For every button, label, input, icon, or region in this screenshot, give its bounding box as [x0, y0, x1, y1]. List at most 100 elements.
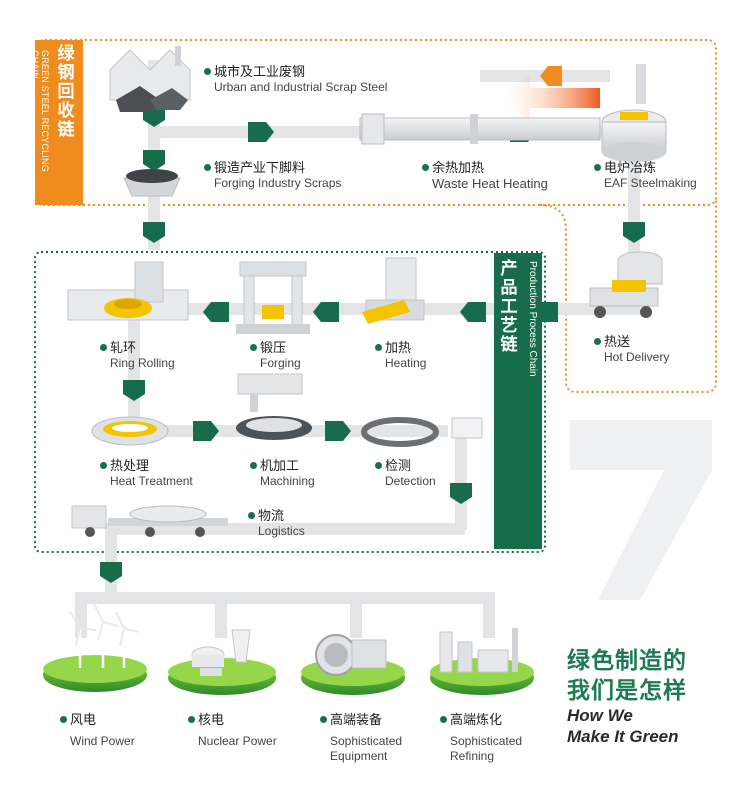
recycling-chain-title-en: GREEN STEEL RECYCLING CHAIN — [30, 50, 50, 172]
step-label-zh: 机加工 — [260, 458, 300, 473]
waste-heat-furnace-illustration — [359, 113, 601, 145]
app-label-en: Sophisticated Equipment — [330, 734, 403, 764]
arrow-chip — [143, 150, 165, 171]
bullet-dot — [60, 716, 67, 723]
step-label-en: Heating — [385, 356, 427, 371]
step-detection: 检测 Detection — [375, 458, 436, 489]
arrow-chip-orange — [540, 66, 562, 86]
arrow-chip — [325, 421, 351, 441]
recycling-chain-tab: 绿钢回收链 GREEN STEEL RECYCLING CHAIN — [30, 40, 83, 205]
step-forging: 锻压 Forging — [250, 340, 301, 371]
bullet-dot — [100, 344, 107, 351]
arrow-chip — [143, 222, 165, 243]
bullet-dot — [375, 462, 382, 469]
ring-rolling-illustration — [67, 261, 189, 321]
bullet-dot — [250, 462, 257, 469]
app-label-zh: 高端炼化 — [450, 712, 503, 727]
app-label-zh: 高端装备 — [330, 712, 383, 727]
step-label-zh: 加热 — [385, 340, 412, 355]
step-label-zh: 热送 — [604, 334, 631, 349]
production-chain-border — [34, 251, 546, 553]
step-label-en: Waste Heat Heating — [432, 176, 548, 192]
app-sophisticated-refining: 高端炼化 Sophisticated Refining — [440, 712, 540, 764]
bullet-dot — [422, 164, 429, 171]
scrap-steel-illustration — [109, 46, 191, 112]
forging-scraps-illustration — [123, 169, 181, 197]
step-heat-treatment: 热处理 Heat Treatment — [100, 458, 193, 489]
step-label-en: Machining — [260, 474, 315, 489]
step-label-zh: 锻压 — [260, 340, 287, 355]
eaf-illustration — [601, 64, 667, 162]
heating-furnace-illustration — [362, 257, 425, 324]
step-label-en: Heat Treatment — [110, 474, 193, 489]
slogan-en-line-1: How We — [567, 706, 633, 725]
wind-power-island — [43, 603, 147, 692]
step-label-zh: 物流 — [258, 508, 285, 523]
step-waste-heat: 余热加热 Waste Heat Heating — [422, 160, 548, 193]
step-label-zh: 检测 — [385, 458, 412, 473]
bullet-dot — [440, 716, 447, 723]
arrow-chip — [623, 222, 645, 243]
step-label-en: Ring Rolling — [110, 356, 175, 371]
app-label-en: Wind Power — [70, 734, 135, 749]
step-label-en: Urban and Industrial Scrap Steel — [214, 80, 388, 95]
arrow-chip — [450, 483, 472, 504]
app-label-en: Sophisticated Refining — [450, 734, 523, 764]
watermark-seven — [570, 420, 712, 600]
heat-arrow — [500, 74, 600, 122]
bullet-dot — [594, 338, 601, 345]
step-label-zh: 锻造产业下脚料 — [214, 160, 306, 175]
recycling-chain-title: 绿钢回收链 — [57, 44, 75, 139]
bullet-dot — [250, 344, 257, 351]
step-eaf: 电炉冶炼 EAF Steelmaking — [594, 160, 697, 191]
step-label-zh: 余热加热 — [432, 160, 485, 175]
step-label-zh: 热处理 — [110, 458, 150, 473]
arrow-chip — [123, 380, 145, 401]
step-label-en: Detection — [385, 474, 436, 489]
app-wind-power: 风电 Wind Power — [60, 712, 135, 749]
app-label-zh: 核电 — [198, 712, 225, 727]
step-label-en: EAF Steelmaking — [604, 176, 697, 191]
sophisticated-refining-island — [430, 628, 534, 695]
step-label-en: Forging — [260, 356, 301, 371]
nuclear-power-island — [168, 629, 276, 695]
bullet-dot — [188, 716, 195, 723]
hot-delivery-truck-illustration — [589, 251, 663, 318]
slogan-zh-line-1: 绿色制造的 — [567, 647, 687, 673]
app-label-zh: 风电 — [70, 712, 97, 727]
arrow-chip — [248, 122, 274, 142]
bullet-dot — [594, 164, 601, 171]
bullet-dot — [204, 68, 211, 75]
step-label-zh: 城市及工业废钢 — [214, 64, 306, 79]
bullet-dot — [204, 164, 211, 171]
app-nuclear-power: 核电 Nuclear Power — [188, 712, 277, 749]
detection-ring-illustration — [361, 417, 483, 447]
arrow-chip — [460, 302, 486, 322]
heat-treatment-ring-illustration — [91, 416, 169, 446]
step-scrap-steel: 城市及工业废钢 Urban and Industrial Scrap Steel — [204, 64, 387, 95]
sophisticated-equipment-island — [301, 634, 405, 695]
step-machining: 机加工 Machining — [250, 458, 315, 489]
arrow-chip — [193, 421, 219, 441]
arrow-chip — [203, 302, 229, 322]
app-label-en: Nuclear Power — [198, 734, 277, 749]
bullet-dot — [100, 462, 107, 469]
production-chain-title-en: Production Process Chain — [527, 261, 538, 377]
app-sophisticated-equipment: 高端装备 Sophisticated Equipment — [320, 712, 430, 764]
bullet-dot — [375, 344, 382, 351]
step-heating: 加热 Heating — [375, 340, 426, 371]
logistics-truck-illustration — [71, 505, 228, 537]
step-label-en: Logistics — [258, 524, 305, 539]
slogan-en-line-2: Make It Green — [567, 727, 679, 746]
slogan: 绿色制造的 我们是怎样 How We Make It Green — [567, 645, 687, 747]
step-label-zh: 电炉冶炼 — [604, 160, 657, 175]
step-logistics: 物流 Logistics — [248, 508, 305, 539]
step-label-en: Forging Industry Scraps — [214, 176, 342, 191]
bullet-dot — [248, 512, 255, 519]
production-chain-tab: 产品工艺链 Production Process Chain — [494, 253, 542, 549]
slogan-zh-line-2: 我们是怎样 — [567, 677, 687, 703]
step-label-en: Hot Delivery — [604, 350, 670, 365]
machining-illustration — [236, 373, 312, 440]
arrow-chip — [100, 562, 122, 583]
